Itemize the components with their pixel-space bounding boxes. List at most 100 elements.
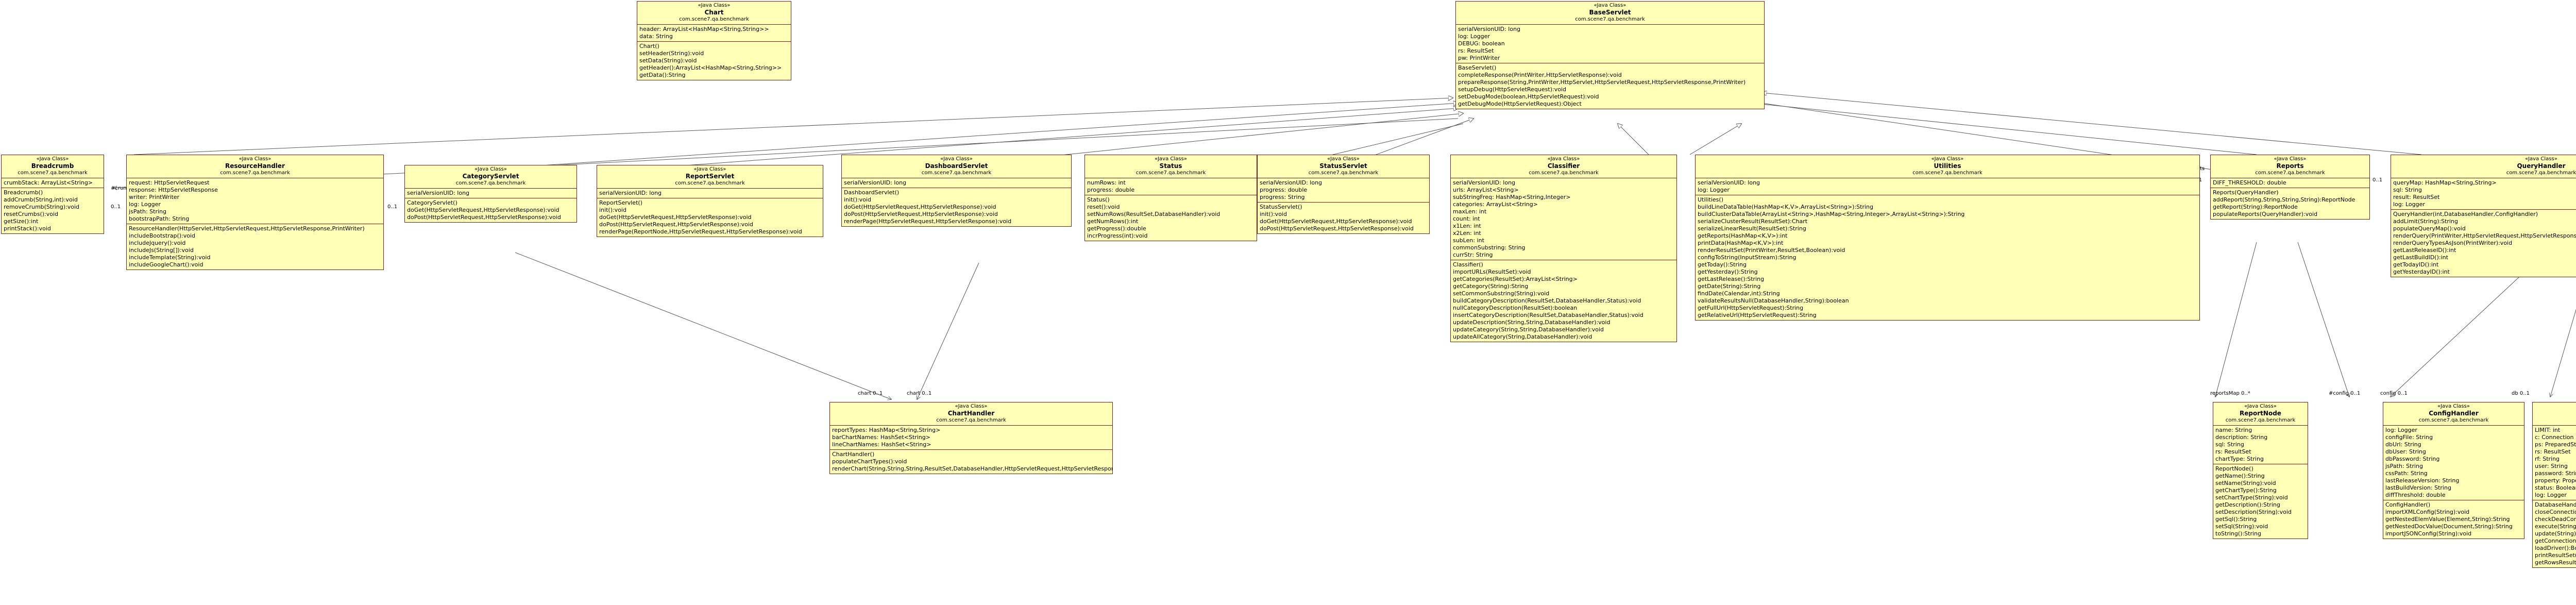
class-fields: serialVersionUID: long [597, 189, 823, 198]
field-row: cssPath: String [2385, 470, 2428, 477]
method-row: includeJquery():void [129, 240, 186, 246]
class-stereotype: «Java Class» [2525, 156, 2557, 162]
class-name: Reports [2276, 162, 2304, 170]
method-row: getToday():String [1698, 261, 1747, 268]
field-row: property: Properties [2535, 477, 2576, 484]
method-row: getProgress():double [1087, 225, 1146, 232]
field-row: queryMap: HashMap<String,String> [2393, 179, 2497, 186]
field-row: currStr: String [1453, 251, 1493, 258]
method-row: setSql(String):void [2215, 523, 2268, 530]
edge-label: #config 0..1 [2329, 391, 2361, 396]
method-row: updateCategory(String,String,DatabaseHan… [1453, 326, 1604, 333]
class-name: Status [1159, 162, 1182, 170]
method-row: importXMLConfig(String):void [2385, 509, 2470, 515]
method-row: init():void [599, 207, 626, 213]
field-row: result: ResultSet [2393, 194, 2440, 200]
method-row: setChartType(String):void [2215, 494, 2288, 501]
field-row: reportTypes: HashMap<String,String> [832, 427, 941, 433]
field-row: serialVersionUID: long [844, 179, 907, 186]
method-row: includeGoogleChart():void [129, 261, 204, 268]
class-box-databasehandler[interactable]: «Java Class»DatabaseHandlercom.scene7.qa… [2532, 402, 2576, 568]
method-row: doPost(HttpServletRequest,HttpServletRes… [407, 214, 561, 221]
method-row: ChartHandler() [832, 451, 875, 458]
method-row: configToString(InputStream):String [1698, 254, 1797, 261]
edge-label: config 0..1 [2380, 391, 2408, 396]
field-row: jsPath: String [129, 208, 166, 215]
field-row: sql: String [2215, 441, 2244, 448]
method-row: getData():String [639, 72, 686, 78]
assoc-edge-db-a [2550, 309, 2576, 397]
class-stereotype: «Java Class» [1327, 156, 1360, 162]
method-row: renderQueryTypesAsJson(PrintWriter):void [2393, 240, 2513, 246]
field-row: serialVersionUID: long [599, 190, 662, 196]
class-name: ReportServlet [685, 173, 735, 180]
field-row: rs: ResultSet [2215, 448, 2251, 455]
field-row: progress: double [1087, 187, 1135, 193]
field-row: response: HttpServletResponse [129, 187, 218, 193]
method-row: setName(String):void [2215, 480, 2276, 486]
field-row: barChartNames: HashSet<String> [832, 434, 930, 441]
class-stereotype: «Java Class» [1547, 156, 1580, 162]
field-row: lastReleaseVersion: String [2385, 477, 2460, 484]
class-package: com.scene7.qa.benchmark [675, 180, 745, 186]
method-row: checkDeadConnections():Boolean [2535, 516, 2576, 523]
field-row: maxLen: int [1453, 208, 1487, 215]
field-row: log: Logger [2393, 201, 2425, 208]
method-row: execute(String):ResultSet [2535, 523, 2576, 530]
method-row: getLastRelease():String [1698, 276, 1765, 282]
field-row: c: Connection [2535, 434, 2574, 441]
assoc-edge-chart-b [917, 262, 979, 399]
method-row: addLimit(String):String [2393, 218, 2458, 225]
class-package: com.scene7.qa.benchmark [1912, 170, 1982, 176]
method-row: importJSONConfig(String):void [2385, 530, 2472, 537]
class-name: StatusServlet [1319, 162, 1367, 170]
class-stereotype: «Java Class» [1594, 3, 1626, 8]
field-row: subLen: int [1453, 237, 1484, 244]
method-row: addCrumb(String,int):void [4, 196, 78, 203]
class-package: com.scene7.qa.benchmark [2535, 417, 2576, 424]
field-row: data: String [639, 33, 673, 40]
method-row: doPost(HttpServletRequest,HttpServletRes… [844, 211, 998, 217]
method-row: renderChart(String,String,String,ResultS… [832, 465, 1112, 472]
class-package: com.scene7.qa.benchmark [220, 170, 290, 176]
class-package: com.scene7.qa.benchmark [2225, 417, 2296, 423]
class-stereotype: «Java Class» [2244, 404, 2277, 409]
method-row: Reports(QueryHandler) [2213, 189, 2279, 196]
method-row: toString():String [2215, 530, 2261, 537]
method-row: getDate(String):String [1698, 283, 1761, 290]
class-stereotype: «Java Class» [940, 156, 973, 162]
field-row: password: String [2535, 470, 2576, 477]
inherit-edge-classifier [1618, 124, 1649, 155]
inherit-edge-resourcehandler [133, 98, 1453, 155]
method-row: updateAllCategory(String,DatabaseHandler… [1453, 333, 1592, 340]
field-row: chartType: String [2215, 456, 2264, 462]
class-package: com.scene7.qa.benchmark [1575, 16, 1645, 22]
assoc-edge-chart-a [515, 252, 891, 399]
method-row: printData(HashMap<K,V>):int [1698, 240, 1784, 246]
